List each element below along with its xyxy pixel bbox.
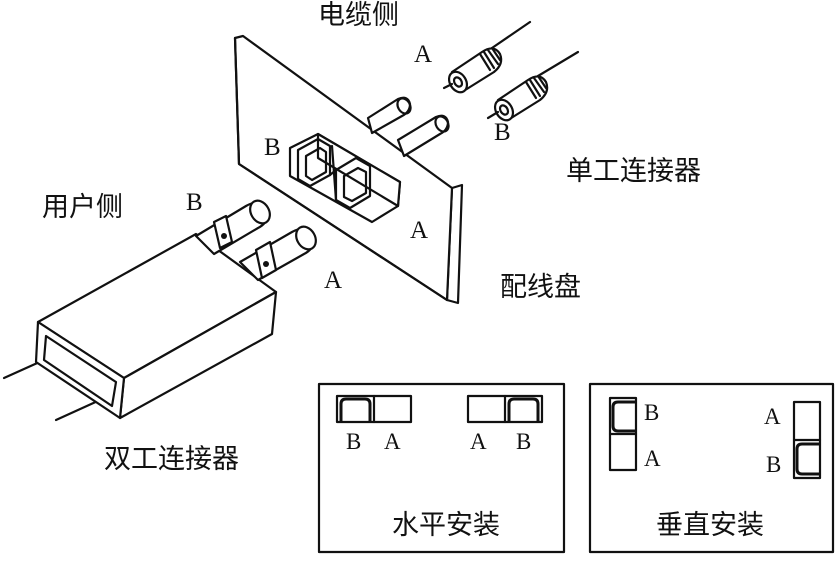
simplex-b-letter: B xyxy=(494,119,511,146)
user-side-label: 用户侧 xyxy=(42,192,123,223)
simplex-connector-label: 单工连接器 xyxy=(566,156,701,187)
duplex-connector-label: 双工连接器 xyxy=(104,444,239,475)
patch-panel-label: 配线盘 xyxy=(500,272,581,303)
simplex-connector-a xyxy=(442,20,532,94)
horizontal-mount-label: 水平安装 xyxy=(392,510,500,541)
vertical-right-b: B xyxy=(766,452,781,477)
vertical-left-b: B xyxy=(644,400,659,425)
duplex-connector xyxy=(2,199,317,422)
simplex-connector-b xyxy=(486,50,580,122)
horizontal-left-b: B xyxy=(346,429,361,454)
panel-b-letter: B xyxy=(264,134,281,161)
duplex-a-letter: A xyxy=(324,267,342,294)
vertical-left-a: A xyxy=(644,446,661,471)
panel-a-letter: A xyxy=(410,217,428,244)
vertical-mount-label: 垂直安装 xyxy=(656,510,764,541)
duplex-b-letter: B xyxy=(186,189,203,216)
horizontal-right-a: A xyxy=(470,429,487,454)
simplex-a-letter: A xyxy=(414,41,432,68)
vertical-right-a: A xyxy=(764,404,781,429)
panel-rear-pins xyxy=(366,96,450,158)
duplex-receptacle xyxy=(288,132,402,224)
vertical-mount-panel xyxy=(588,382,835,554)
cable-side-label: 电缆侧 xyxy=(318,0,399,31)
horizontal-right-b: B xyxy=(516,429,531,454)
horizontal-mount-panel xyxy=(317,382,566,554)
horizontal-left-a: A xyxy=(384,429,401,454)
